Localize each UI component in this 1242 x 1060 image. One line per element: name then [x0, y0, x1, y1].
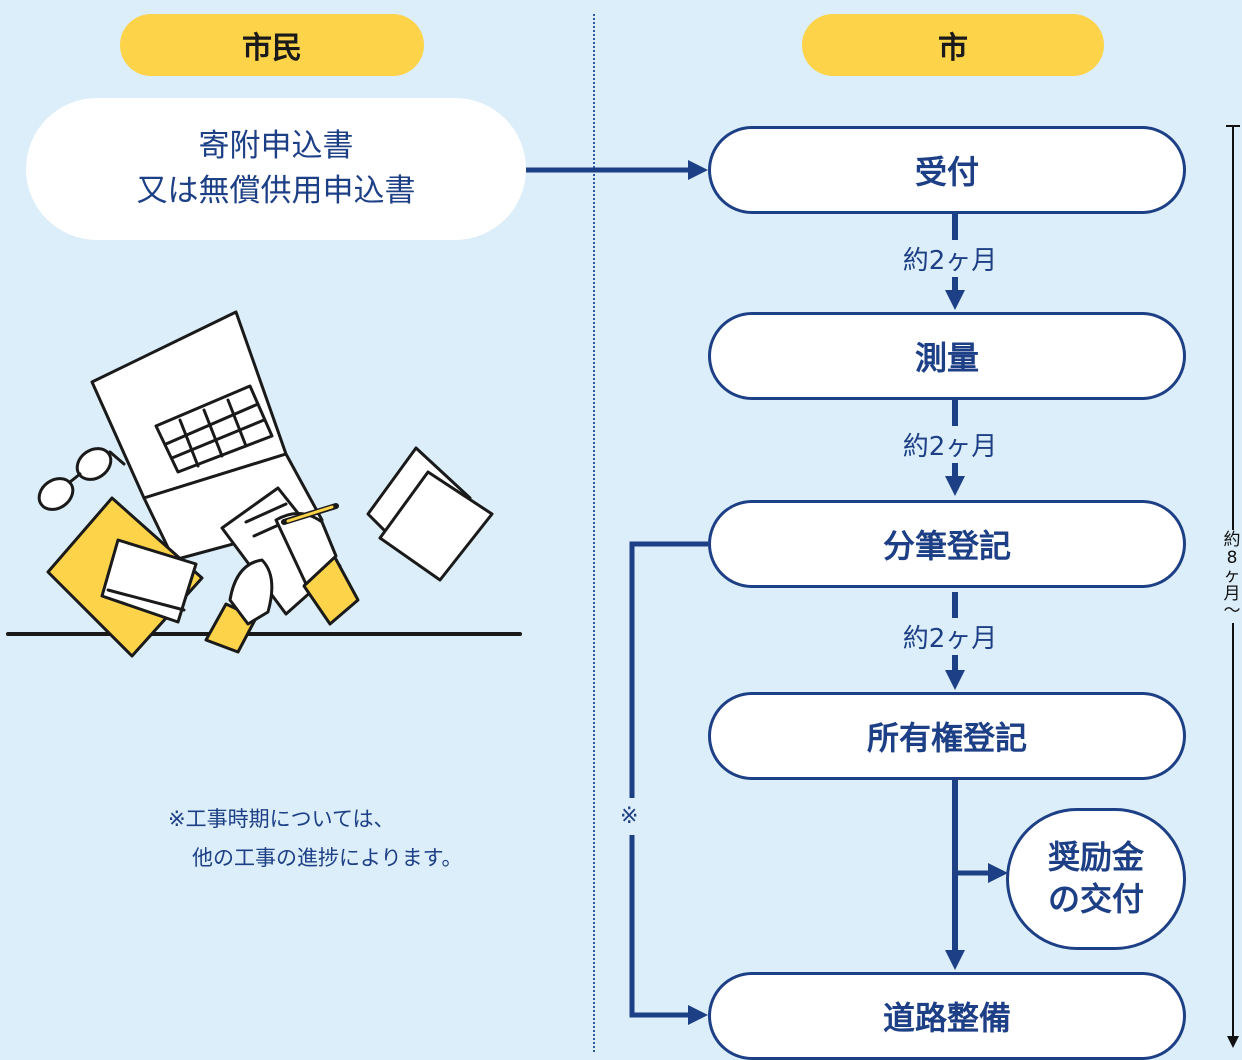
subsidy-line2: の交付	[1047, 880, 1144, 918]
subsidy-bubble: 奨励金 の交付	[1006, 808, 1186, 950]
application-line2: 又は無償供用申込書	[136, 173, 416, 209]
duration-label: 約2ヶ月	[880, 426, 1020, 463]
total-duration-char: 〜	[1223, 601, 1241, 622]
duration-label: 約2ヶ月	[880, 240, 1020, 277]
application-box: 寄附申込書 又は無償供用申込書	[26, 98, 526, 240]
step-reception: 受付	[708, 126, 1186, 214]
step-survey: 測量	[708, 312, 1186, 400]
construction-timing-note: ※工事時期については、 他の工事の進捗によります。	[168, 800, 462, 878]
total-duration-char: 月	[1223, 583, 1241, 604]
total-duration-char: ヶ	[1223, 565, 1241, 586]
application-line1: 寄附申込書	[198, 128, 354, 165]
step-road-maintenance: 道路整備	[708, 972, 1186, 1060]
total-duration-char: 約	[1223, 530, 1241, 550]
subsidy-line1: 奨励金	[1047, 838, 1144, 877]
city-header: 市	[802, 14, 1104, 76]
step-ownership-registration: 所有権登記	[708, 692, 1186, 780]
column-divider	[593, 14, 595, 1052]
total-duration-label: 約 8 ヶ 月 〜	[1222, 530, 1242, 624]
citizen-header: 市民	[120, 14, 424, 76]
note-line2: 他の工事の進捗によります。	[192, 845, 463, 870]
desk-illustration	[6, 310, 522, 658]
note-line1: ※工事時期については、	[168, 807, 395, 831]
step-subdivision-registration: 分筆登記	[708, 500, 1186, 588]
duration-label: 約2ヶ月	[880, 618, 1020, 655]
total-duration-char: 8	[1226, 547, 1238, 568]
bypass-note-mark: ※	[620, 798, 639, 835]
